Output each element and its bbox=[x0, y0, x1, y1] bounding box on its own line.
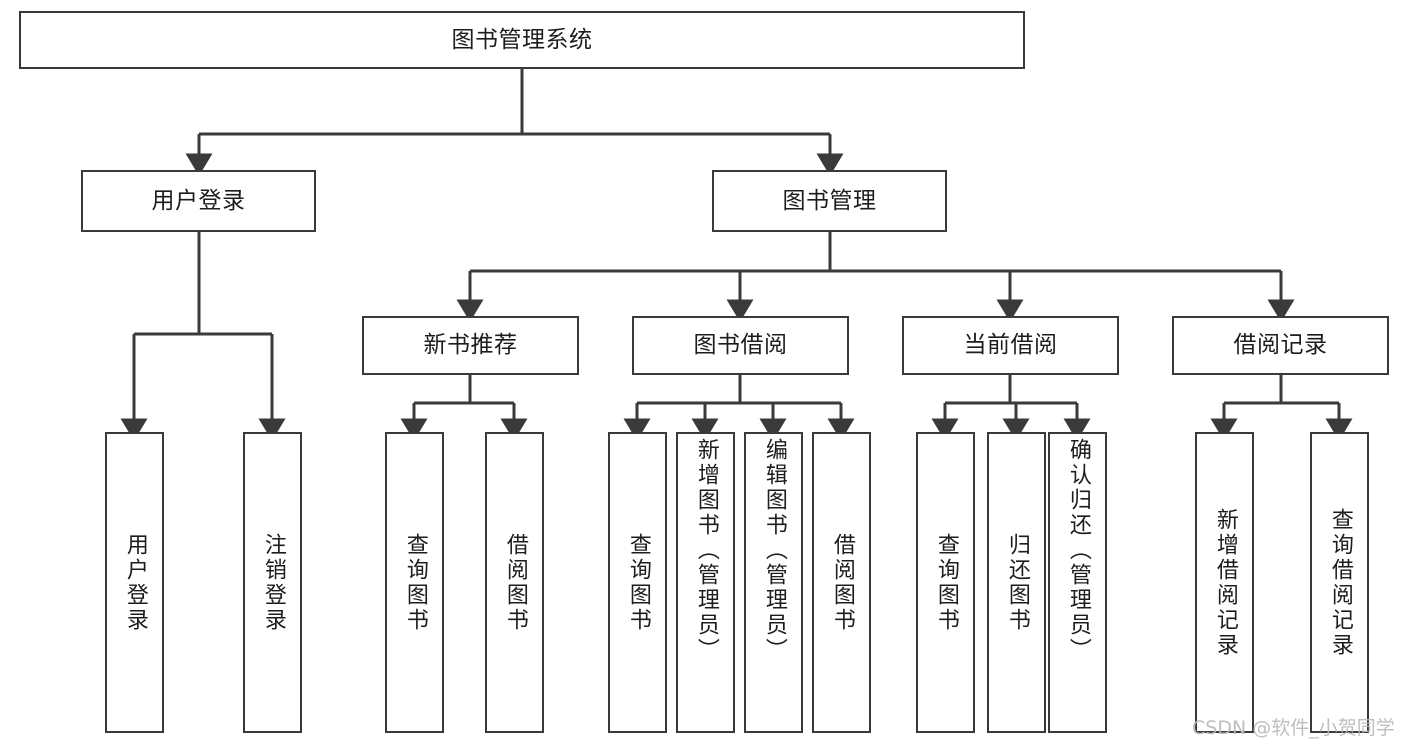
node-leaf-edit-book-admin-label: 编辑图书（管理员） bbox=[761, 438, 787, 663]
node-leaf-confirm-return-admin[interactable]: 确认归还（管理员） bbox=[1048, 432, 1107, 733]
node-book-management-label: 图书管理 bbox=[782, 187, 877, 214]
node-user-login[interactable]: 用户登录 bbox=[81, 170, 316, 232]
node-root-book-management-system[interactable]: 图书管理系统 bbox=[19, 11, 1025, 69]
csdn-watermark: CSDN @软件_小贺同学 bbox=[1192, 717, 1395, 739]
node-borrow-record-label: 借阅记录 bbox=[1233, 332, 1328, 358]
node-leaf-logout-label: 注销登录 bbox=[260, 532, 286, 633]
node-book-management[interactable]: 图书管理 bbox=[712, 170, 947, 232]
node-leaf-query-book-borrow[interactable]: 查询图书 bbox=[608, 432, 667, 733]
node-leaf-query-book-current[interactable]: 查询图书 bbox=[916, 432, 975, 733]
node-leaf-add-book-admin[interactable]: 新增图书（管理员） bbox=[676, 432, 735, 733]
node-leaf-add-book-admin-label: 新增图书（管理员） bbox=[693, 438, 719, 663]
node-book-borrow[interactable]: 图书借阅 bbox=[632, 316, 849, 375]
node-leaf-query-book-current-label: 查询图书 bbox=[933, 532, 959, 633]
node-current-borrow-label: 当前借阅 bbox=[963, 332, 1058, 358]
node-new-book-recommend-label: 新书推荐 bbox=[423, 332, 518, 358]
node-leaf-add-borrow-record[interactable]: 新增借阅记录 bbox=[1195, 432, 1254, 733]
node-leaf-logout[interactable]: 注销登录 bbox=[243, 432, 302, 733]
node-current-borrow[interactable]: 当前借阅 bbox=[902, 316, 1119, 375]
node-leaf-query-book-recommend[interactable]: 查询图书 bbox=[385, 432, 444, 733]
node-leaf-add-borrow-record-label: 新增借阅记录 bbox=[1212, 507, 1238, 658]
node-leaf-borrow-book-recommend[interactable]: 借阅图书 bbox=[485, 432, 544, 733]
node-leaf-return-book[interactable]: 归还图书 bbox=[987, 432, 1046, 733]
node-leaf-user-login[interactable]: 用户登录 bbox=[105, 432, 164, 733]
node-leaf-query-borrow-record-label: 查询借阅记录 bbox=[1327, 507, 1353, 658]
node-leaf-query-book-recommend-label: 查询图书 bbox=[402, 532, 428, 633]
node-leaf-query-borrow-record[interactable]: 查询借阅记录 bbox=[1310, 432, 1369, 733]
node-leaf-user-login-label: 用户登录 bbox=[122, 532, 148, 633]
node-leaf-borrow-book-recommend-label: 借阅图书 bbox=[502, 532, 528, 633]
node-borrow-record[interactable]: 借阅记录 bbox=[1172, 316, 1389, 375]
node-leaf-query-book-borrow-label: 查询图书 bbox=[625, 532, 651, 633]
node-leaf-return-book-label: 归还图书 bbox=[1004, 532, 1030, 633]
node-leaf-edit-book-admin[interactable]: 编辑图书（管理员） bbox=[744, 432, 803, 733]
node-new-book-recommend[interactable]: 新书推荐 bbox=[362, 316, 579, 375]
node-book-borrow-label: 图书借阅 bbox=[693, 332, 788, 358]
node-leaf-borrow-book[interactable]: 借阅图书 bbox=[812, 432, 871, 733]
node-root-label: 图书管理系统 bbox=[451, 26, 593, 53]
node-leaf-confirm-return-admin-label: 确认归还（管理员） bbox=[1065, 438, 1091, 663]
node-user-login-label: 用户登录 bbox=[151, 187, 246, 214]
node-leaf-borrow-book-label: 借阅图书 bbox=[829, 532, 855, 633]
